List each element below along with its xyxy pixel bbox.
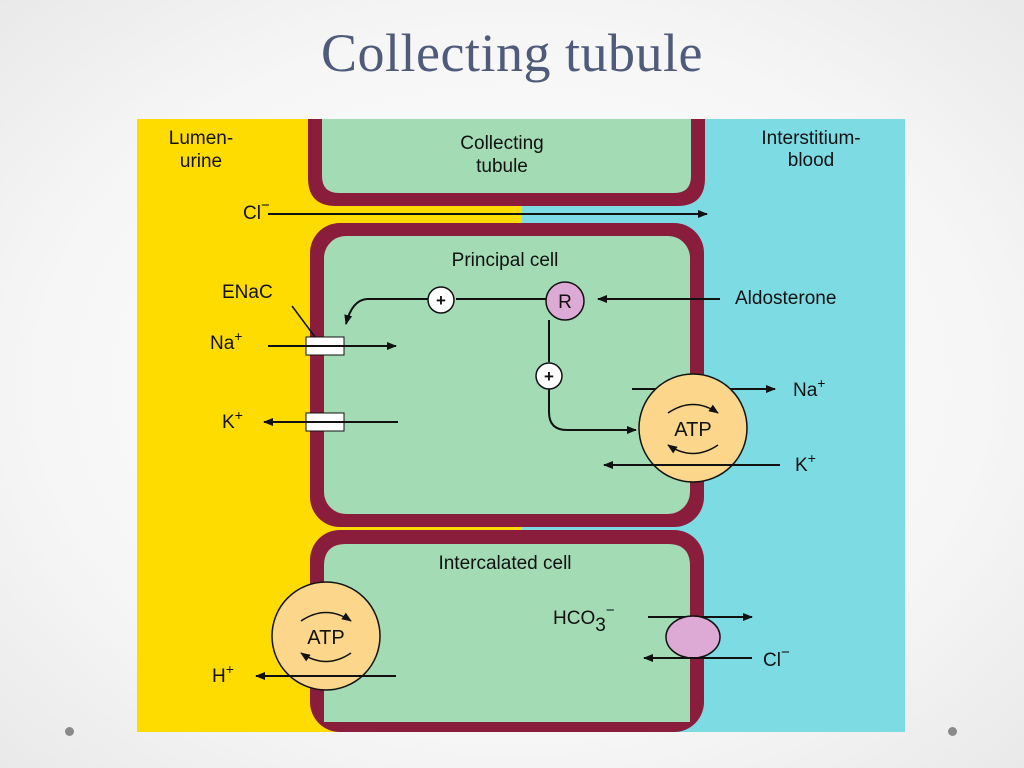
slide-nav-dot-left [65, 727, 74, 736]
na-in-ion: Na [210, 333, 235, 354]
k-in-label: K+ [795, 450, 816, 476]
na-out-label: Na+ [793, 375, 825, 401]
intercalated-atp-pump [271, 581, 381, 691]
principal-atp-cycle-top-icon [667, 403, 719, 414]
cl-in-charge: − [781, 644, 790, 661]
hco3-label: HCO3− [553, 602, 615, 636]
principal-atp-pump [638, 373, 748, 483]
lumen-label-2: urine [180, 151, 222, 172]
k-in-ion: K [795, 455, 808, 476]
interstitium-label-1: Interstitium- [761, 128, 860, 149]
tubule-label-1: Collecting [460, 133, 543, 154]
intercalated-atp-label: ATP [307, 627, 344, 649]
top-cl-ion: Cl [243, 203, 261, 224]
principal-cell-body [324, 236, 690, 514]
k-out-ion: K [222, 412, 235, 433]
na-in-charge: + [234, 328, 242, 344]
k-out-charge: + [235, 407, 243, 423]
na-out-charge: + [817, 375, 825, 391]
principal-atp-label: ATP [674, 419, 711, 441]
hco3-cl-exchanger [665, 615, 721, 659]
k-out-label: K+ [222, 407, 243, 433]
intercalated-atp-cycle-bottom-icon [300, 652, 352, 663]
na-out-ion: Na [793, 380, 818, 401]
na-in-label: Na+ [210, 328, 242, 354]
principal-atp-cycle-bottom-icon [667, 444, 719, 455]
enac-stimulation-arrow [344, 298, 428, 325]
plus-mid-label: + [544, 367, 554, 386]
intercalated-atp-cycle-top-icon [300, 611, 352, 622]
hco3-ion: HCO [553, 608, 595, 629]
cl-in-ion: Cl [763, 650, 781, 671]
receptor-label: R [558, 292, 572, 313]
intercalated-cell-title: Intercalated cell [438, 553, 571, 574]
receptor-circle [545, 281, 585, 321]
h-out-charge: + [226, 661, 234, 677]
slide-nav-dot-right [948, 727, 957, 736]
hco3-sub: 3 [595, 615, 606, 636]
tubule-label-2: tubule [476, 156, 528, 177]
plus-top-label: + [436, 291, 446, 310]
slide-title: Collecting tubule [321, 23, 703, 83]
cl-in-label: Cl− [763, 644, 790, 671]
top-cl-label: Cl− [243, 197, 270, 224]
aldosterone-label: Aldosterone [735, 288, 836, 309]
pump-stimulation-arrow [548, 389, 637, 434]
tubule-lumen-top [322, 119, 691, 193]
top-cl-charge: − [261, 197, 270, 214]
enac-pointer-line [291, 305, 319, 342]
k-in-charge: + [808, 450, 816, 466]
principal-cell-title: Principal cell [452, 250, 559, 271]
h-out-ion: H [212, 666, 226, 687]
hco3-charge: − [606, 602, 615, 619]
intercalated-cell-body [324, 544, 690, 722]
lumen-label-1: Lumen- [169, 128, 233, 149]
interstitium-label-2: blood [788, 150, 835, 171]
enac-label: ENaC [222, 282, 273, 303]
h-out-label: H+ [212, 661, 234, 687]
